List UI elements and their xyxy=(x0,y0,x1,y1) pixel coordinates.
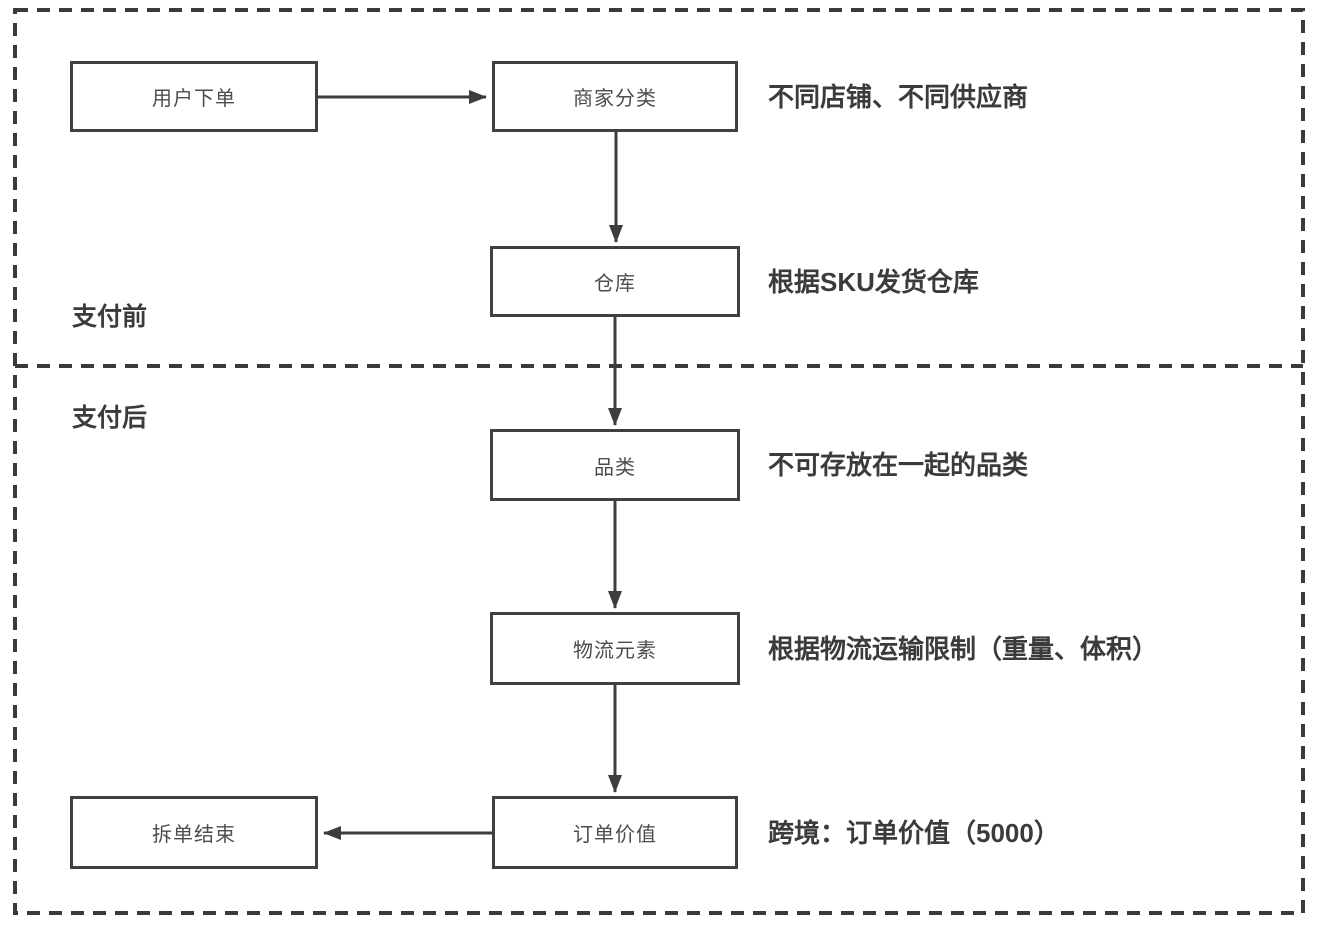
annotation-order-value: 跨境：订单价值（5000） xyxy=(768,818,1060,848)
node-user-order-label: 用户下单 xyxy=(152,88,236,110)
section-label-after-payment: 支付后 xyxy=(72,404,148,432)
annotation-logistics-elements: 根据物流运输限制（重量、体积） xyxy=(768,634,1159,664)
node-merchant-category-label: 商家分类 xyxy=(573,88,657,110)
node-split-end-label: 拆单结束 xyxy=(152,824,236,846)
node-split-end: 拆单结束 xyxy=(70,796,318,869)
node-category-label: 品类 xyxy=(594,456,636,479)
section-label-before-payment: 支付前 xyxy=(72,303,148,331)
node-warehouse: 仓库 xyxy=(490,246,740,317)
annotation-category: 不可存放在一起的品类 xyxy=(768,450,1029,480)
node-logistics-elements: 物流元素 xyxy=(490,612,740,685)
annotation-merchant-category: 不同店铺、不同供应商 xyxy=(768,82,1029,112)
node-logistics-elements-label: 物流元素 xyxy=(573,640,657,662)
node-merchant-category: 商家分类 xyxy=(492,61,738,132)
node-user-order: 用户下单 xyxy=(70,61,318,132)
node-order-value: 订单价值 xyxy=(492,796,738,869)
node-warehouse-label: 仓库 xyxy=(594,273,636,295)
annotation-warehouse: 根据SKU发货仓库 xyxy=(768,267,979,297)
node-category: 品类 xyxy=(490,429,740,501)
node-order-value-label: 订单价值 xyxy=(573,824,657,846)
